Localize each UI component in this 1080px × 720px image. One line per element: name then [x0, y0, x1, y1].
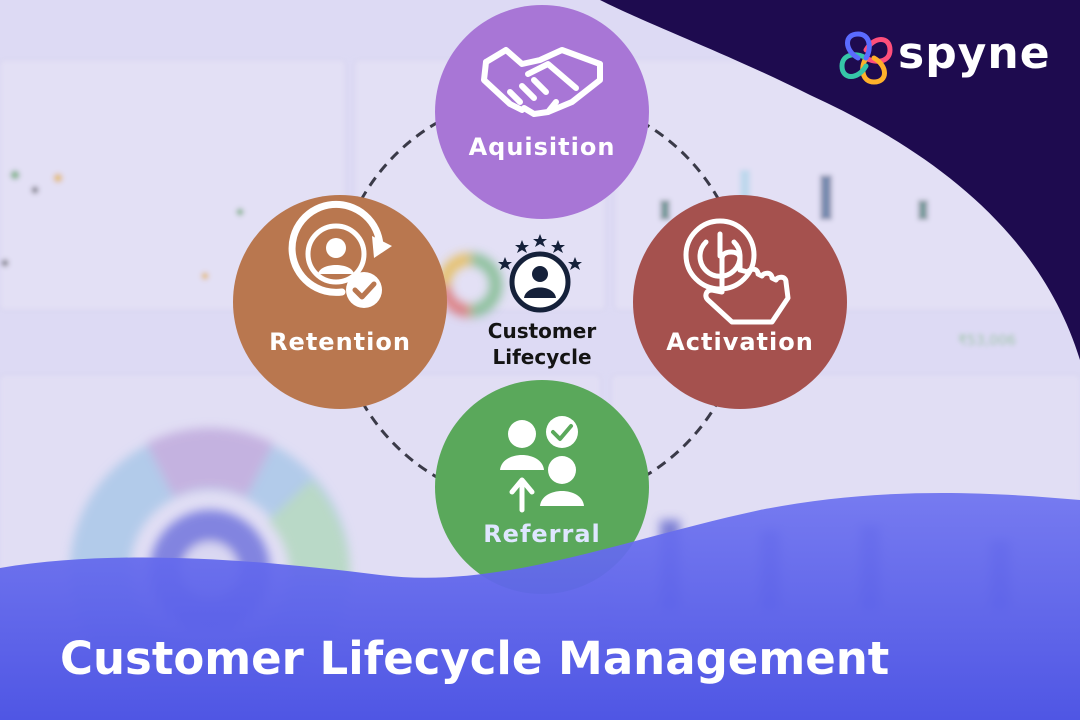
dark-corner-banner [600, 0, 1080, 360]
center-title: Customer Lifecycle [462, 318, 622, 370]
brand-name: spyne [898, 28, 1051, 79]
acquisition-label: Aquisition [468, 133, 616, 161]
center-title-line1: Customer [487, 319, 597, 343]
retention-node [233, 195, 447, 409]
finger-press-power-icon [683, 218, 791, 325]
handshake-icon [481, 47, 603, 117]
user-refresh-check-icon [288, 200, 392, 308]
people-referral-icon [500, 416, 584, 513]
customer-with-stars-icon [498, 234, 582, 313]
retention-label: Retention [269, 328, 411, 356]
referral-node [435, 380, 649, 594]
referral-label: Referral [483, 520, 601, 548]
activation-label: Activation [666, 328, 814, 356]
svg-text:₹53,006: ₹53,006 [958, 333, 1016, 349]
bottom-wave [0, 492, 1080, 720]
page-title: Customer Lifecycle Management [60, 632, 890, 685]
center-title-line2: Lifecycle [492, 345, 592, 369]
infinity-loop-icon [839, 31, 893, 85]
